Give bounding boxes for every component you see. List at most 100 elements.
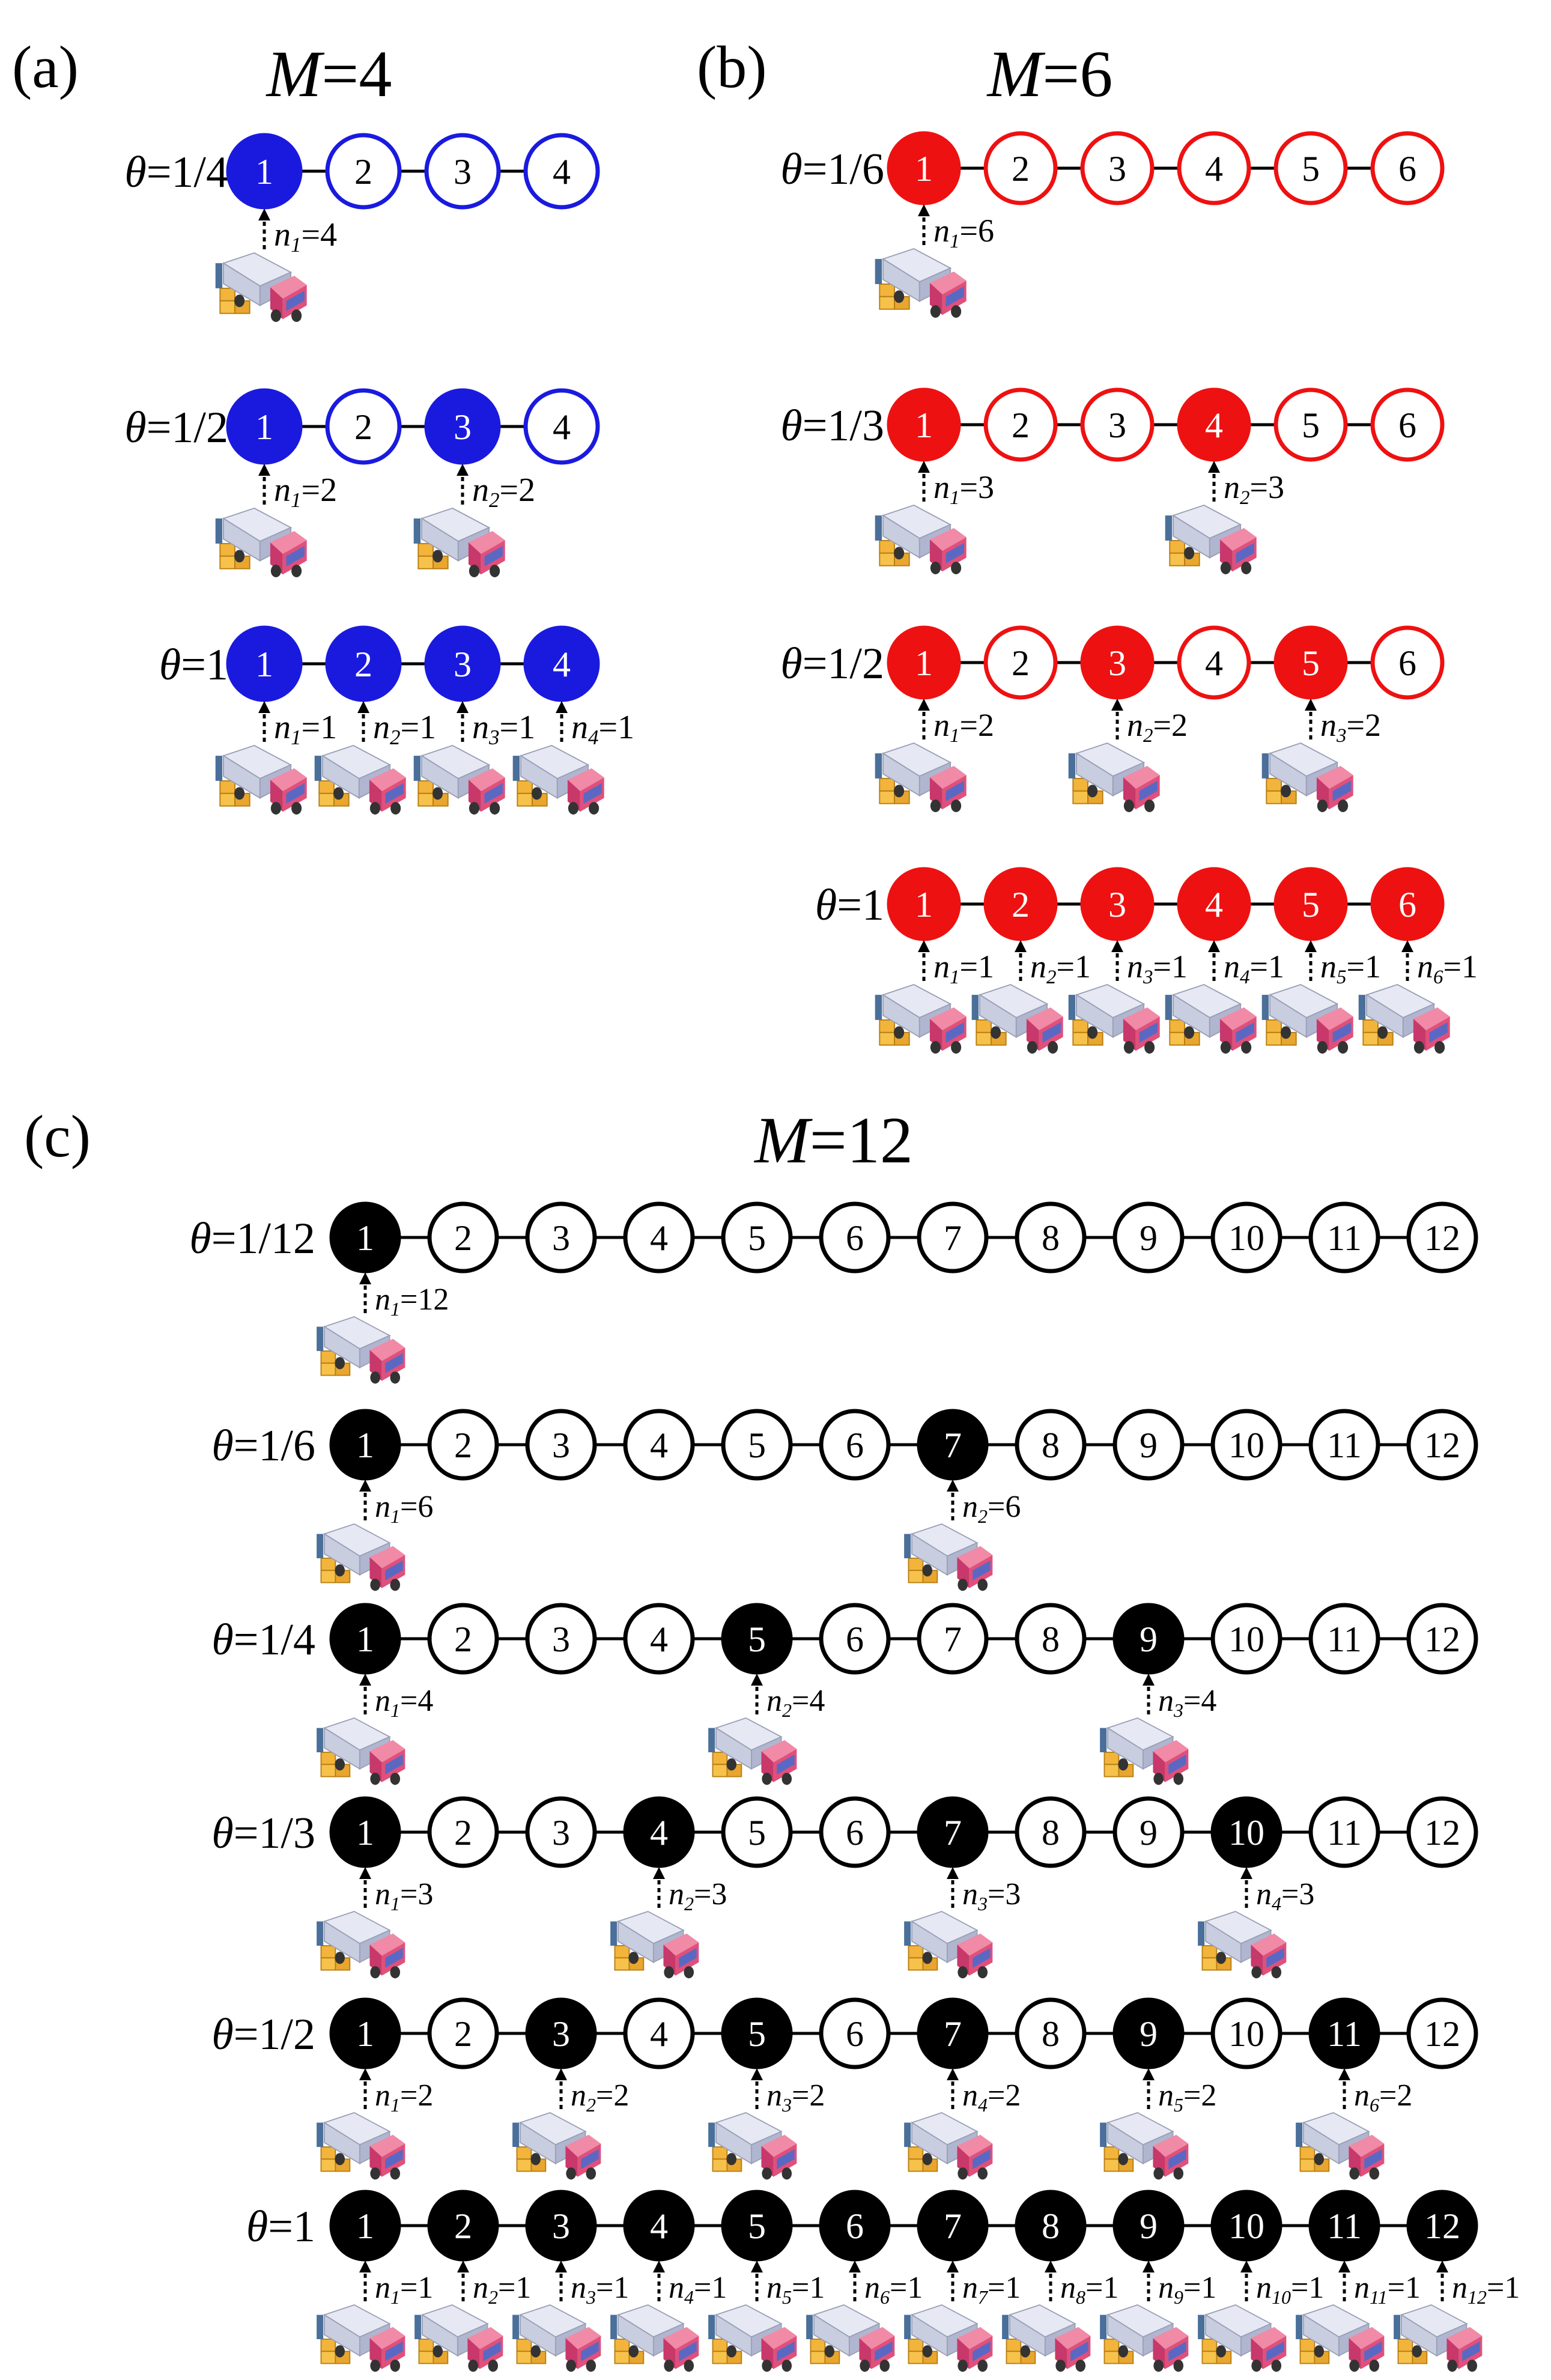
delivery-truck-icon xyxy=(1295,2112,1385,2181)
n-value: =2 xyxy=(500,472,536,509)
node-filled xyxy=(721,1997,793,2069)
n-value: =3 xyxy=(1250,469,1284,505)
n-subscript: 2 xyxy=(390,726,401,749)
panel-label: (c) xyxy=(24,1103,91,1170)
n-label: n4=2 xyxy=(962,2078,1021,2116)
n-subscript: 2 xyxy=(684,1893,694,1914)
n-value: =4 xyxy=(1183,1684,1216,1718)
node-label: 3 xyxy=(552,2014,570,2054)
n-label: n2=2 xyxy=(472,472,535,512)
node-label: 11 xyxy=(1327,1813,1362,1853)
chain-node: 6 xyxy=(819,2190,891,2262)
n-symbol: n xyxy=(933,949,950,985)
node-label: 10 xyxy=(1228,2014,1264,2054)
arrow-head-icon xyxy=(258,701,270,713)
n-subscript: 5 xyxy=(1337,967,1347,988)
node-label: 2 xyxy=(1012,643,1030,683)
theta-value: =1/3 xyxy=(803,401,884,451)
node-label: 5 xyxy=(1302,149,1320,189)
n-label: n2=1 xyxy=(373,709,436,749)
theta-symbol: θ xyxy=(211,1809,233,1858)
chain-node: 4 xyxy=(623,1796,695,1868)
theta-value: =1/6 xyxy=(234,1421,315,1471)
n-subscript: 1 xyxy=(291,726,302,749)
n-symbol: n xyxy=(1320,949,1337,985)
node-empty xyxy=(523,133,600,210)
node-filled xyxy=(819,2190,891,2262)
n-subscript: 2 xyxy=(1240,487,1250,509)
chain-node: 4 xyxy=(523,388,600,465)
arrow-head-icon xyxy=(457,2260,469,2272)
chain-node: 3 xyxy=(1080,131,1155,205)
chain-node: 1 xyxy=(329,2190,401,2262)
chain-node: 6 xyxy=(1370,867,1445,941)
node-filled xyxy=(1177,867,1251,941)
station-annotation: n3=2 xyxy=(708,2068,825,2181)
node-empty xyxy=(1210,1201,1282,1273)
n-value: =1 xyxy=(1443,949,1478,985)
n-label: n1=3 xyxy=(375,1877,433,1914)
node-empty xyxy=(721,1201,793,1273)
chain-node: 5 xyxy=(721,1201,793,1273)
node-label: 7 xyxy=(944,1813,962,1853)
n-symbol: n xyxy=(274,216,291,253)
n-label: n1=1 xyxy=(933,949,994,988)
chain-node: 5 xyxy=(1273,131,1348,205)
chain-node: 11 xyxy=(1308,1201,1380,1273)
n-subscript: 6 xyxy=(1370,2094,1379,2116)
chain-node: 2 xyxy=(983,131,1058,205)
node-label: 5 xyxy=(748,1813,766,1853)
title-value: =12 xyxy=(810,1103,913,1177)
n-symbol: n xyxy=(962,2271,978,2305)
node-empty xyxy=(427,1603,499,1675)
n-value: =6 xyxy=(960,213,994,249)
node-label: 1 xyxy=(255,152,273,192)
n-label: n12=1 xyxy=(1452,2271,1520,2308)
chain-node: 4 xyxy=(623,2190,695,2262)
node-label: 9 xyxy=(1140,2206,1158,2246)
node-label: 6 xyxy=(1398,643,1416,683)
n-symbol: n xyxy=(1320,707,1337,743)
n-value: =1 xyxy=(1388,2271,1421,2305)
chain-node: 4 xyxy=(1177,625,1251,700)
n-label: n8=1 xyxy=(1060,2271,1118,2308)
n-subscript: 3 xyxy=(977,1893,988,1914)
chain-node: 3 xyxy=(525,1603,597,1675)
chain-node: 4 xyxy=(623,1603,695,1675)
node-filled xyxy=(329,1603,401,1675)
node-label: 1 xyxy=(356,2014,374,2054)
delivery-truck-icon xyxy=(214,252,308,323)
delivery-truck-icon xyxy=(316,1717,406,1786)
n-label: n2=4 xyxy=(766,1684,825,1721)
delivery-truck-icon xyxy=(413,745,506,815)
node-label: 4 xyxy=(553,152,571,192)
n-value: =4 xyxy=(792,1684,825,1718)
chain-node: 5 xyxy=(1273,625,1348,700)
node-empty xyxy=(819,1409,891,1481)
chain-node: 12 xyxy=(1406,1409,1478,1481)
theta-symbol: θ xyxy=(189,1214,211,1263)
n-value: =1 xyxy=(599,709,635,746)
node-label: 3 xyxy=(552,2206,570,2246)
node-empty xyxy=(1406,1201,1478,1273)
theta-label: θ=1 xyxy=(246,2202,315,2251)
node-filled xyxy=(329,1796,401,1868)
node-label: 5 xyxy=(748,1218,766,1258)
n-subscript: 4 xyxy=(684,2286,694,2308)
delivery-truck-icon xyxy=(708,1717,798,1786)
chain-node: 3 xyxy=(525,1409,597,1481)
chain-node: 3 xyxy=(525,1796,597,1868)
station-annotation: n1=2 xyxy=(316,2068,433,2181)
node-filled xyxy=(887,131,961,205)
panel-label: (b) xyxy=(697,34,767,100)
n-subscript: 1 xyxy=(950,231,960,252)
arrow-head-icon xyxy=(1143,1674,1155,1686)
theta-symbol: θ xyxy=(815,881,837,930)
arrow-head-icon xyxy=(555,2068,567,2080)
n-symbol: n xyxy=(1452,2271,1468,2305)
arrow-head-icon xyxy=(1045,2260,1057,2272)
arrow-head-icon xyxy=(258,208,270,220)
